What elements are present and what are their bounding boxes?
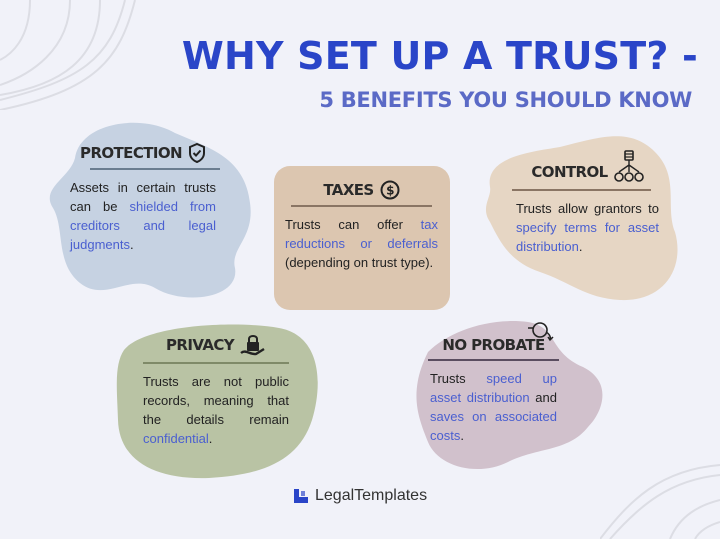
taxes-divider <box>291 205 432 207</box>
card-protection: PROTECTION Assets in certain trusts can … <box>70 143 220 254</box>
privacy-title: PRIVACY <box>166 336 235 354</box>
brand-name: LegalTemplates <box>315 487 428 504</box>
shield-check-icon <box>188 143 206 163</box>
protection-divider <box>90 168 220 170</box>
loop-arrow-icon <box>526 320 556 342</box>
card-taxes: TAXES $ Trusts can offer tax reductions … <box>285 180 438 272</box>
legaltemplates-brand: LegalTemplates <box>293 487 427 505</box>
control-blob <box>485 136 678 301</box>
probate-divider <box>428 359 559 361</box>
control-title: CONTROL <box>531 163 608 181</box>
decorative-curves-bottom-right <box>600 464 720 539</box>
card-probate: NO PROBATE Trusts speed up asset distrib… <box>428 320 559 445</box>
protection-blob <box>49 122 251 298</box>
page-subtitle: 5 BENEFITS YOU SHOULD KNOW <box>319 88 692 112</box>
asset-distribution-icon <box>613 150 644 184</box>
privacy-body: Trusts are not public records, meaning t… <box>143 374 289 446</box>
hand-lock-icon <box>240 333 266 357</box>
taxes-blob <box>274 166 450 310</box>
page-title: WHY SET UP A TRUST? - <box>181 34 698 78</box>
protection-body: Assets in certain trusts can be shielded… <box>70 180 216 252</box>
taxes-body: Trusts can offer tax reductions or defer… <box>285 217 438 270</box>
taxes-title: TAXES <box>323 181 374 199</box>
control-divider <box>512 189 651 191</box>
probate-title: NO PROBATE <box>442 336 545 354</box>
decorative-curves-top-left <box>0 0 136 110</box>
card-control: CONTROL Trusts allow grantors to specify… <box>512 150 659 256</box>
probate-body: Trusts speed up asset distribution and s… <box>430 371 557 443</box>
card-privacy: PRIVACY Trusts are not public records, m… <box>143 333 289 448</box>
dollar-coin-icon: $ <box>380 180 400 200</box>
svg-text:$: $ <box>386 184 394 198</box>
legaltemplates-logo-icon <box>293 488 309 504</box>
control-body: Trusts allow grantors to specify terms f… <box>516 201 659 254</box>
privacy-divider <box>143 362 289 364</box>
protection-title: PROTECTION <box>80 144 183 162</box>
probate-blob <box>416 321 603 470</box>
